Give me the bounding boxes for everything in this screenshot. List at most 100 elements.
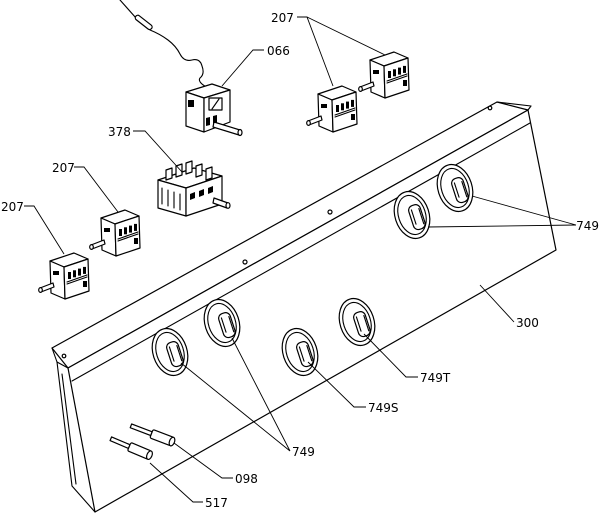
- connector-098-end: [168, 436, 176, 447]
- knob-749-right-b-handle: [451, 177, 469, 204]
- energy-regulator-207-mid-left-face: [100, 217, 117, 257]
- energy-regulator-207-mid-terminal: [119, 229, 122, 236]
- energy-regulator-207-mid-bottom-terminal: [134, 238, 138, 244]
- leader-749S: [307, 361, 366, 408]
- leader-378: [133, 130, 183, 173]
- callout-749S: 749S: [368, 401, 399, 415]
- selector-shaft-end: [225, 202, 231, 209]
- callout-378: 378: [108, 125, 131, 139]
- knob-749-bottom-a-bezel-inner: [155, 331, 185, 373]
- knob-749-right-a-bezel-inner: [397, 194, 427, 236]
- energy-regulator-207-left-terminal: [73, 270, 76, 278]
- thermostat-left-face: [185, 91, 205, 133]
- panel-hole: [327, 209, 333, 215]
- energy-regulator-207-top-left-left-face: [317, 93, 334, 133]
- callout-749-bottom: 749: [292, 445, 315, 459]
- energy-regulator-207-top-left-label-lines: [334, 107, 356, 118]
- knob-749-bottom-b-bezel-inner: [207, 302, 237, 344]
- callout-labels: 207 066 378 207 207 749 300 749T 749S 74…: [1, 11, 599, 510]
- knob-749T: [338, 297, 376, 347]
- knob-749S-handle-edge: [298, 346, 305, 362]
- energy-regulator-207-mid-terminal: [124, 227, 127, 235]
- selector-contact: [205, 166, 213, 181]
- knob-749-right-b-handle-edge: [453, 182, 460, 198]
- knob-749-bottom-b-handle-edge: [220, 317, 227, 333]
- thermostat-bulb: [134, 14, 153, 31]
- panel-hole: [487, 105, 493, 111]
- knob-749-right-a-handle-shade: [418, 208, 425, 225]
- knob-749-right-a-handle: [408, 204, 426, 231]
- energy-regulator-207-left-bottom-terminal: [83, 281, 87, 287]
- leader-300: [479, 284, 515, 323]
- selector-switch-378: [157, 160, 231, 217]
- thermostat-066: [185, 83, 243, 137]
- control-panel-300: [51, 101, 557, 513]
- energy-regulator-207-top-left-bottom-terminal: [351, 114, 355, 120]
- knob-749-bottom-a-handle: [166, 341, 184, 368]
- panel-left-side-edge: [56, 361, 69, 369]
- leader-517: [149, 462, 203, 503]
- leader-lines: [24, 16, 577, 503]
- energy-regulator-207-top-left-side-terminal: [321, 104, 327, 108]
- energy-regulator-207-top-left-terminal: [336, 105, 339, 112]
- knob-749S-handle: [296, 341, 314, 368]
- knob-749-right-b: [436, 163, 474, 213]
- callout-517: 517: [205, 496, 228, 510]
- energy-regulator-207-top-right-terminal: [388, 71, 391, 78]
- knobs-layer: [151, 163, 474, 377]
- selector-contact: [165, 167, 173, 181]
- connector-517: [109, 436, 153, 461]
- energy-regulator-207-top-right-bottom-terminal: [403, 80, 407, 86]
- thermostat-terminal: [188, 100, 194, 107]
- energy-regulator-207-top-left-terminal: [346, 101, 349, 109]
- selector-terminals: [190, 186, 213, 200]
- energy-regulator-207-left-label-lines: [66, 274, 88, 285]
- panel-left-side-flange: [51, 347, 96, 513]
- selector-contact: [195, 163, 203, 178]
- knob-749-right-b-handle-shade: [461, 181, 468, 198]
- energy-regulator-207-top-left: [306, 85, 358, 133]
- knob-749-right-a: [393, 190, 431, 240]
- leader-749-right: [427, 195, 577, 228]
- energy-regulator-207-mid-shaft-end: [89, 243, 94, 250]
- knob-749-bottom-a-handle-shade: [176, 345, 183, 362]
- connector-517-end: [145, 450, 153, 461]
- callout-300: 300: [516, 316, 539, 330]
- energy-regulator-207-left: [38, 252, 90, 300]
- leader-066: [221, 49, 264, 87]
- knob-749-bottom-a: [151, 327, 189, 377]
- energy-regulator-207-mid-terminal: [129, 225, 132, 233]
- connector-098: [129, 423, 176, 447]
- knob-749T-handle-edge: [355, 316, 362, 332]
- panel-right-return: [496, 101, 532, 111]
- selector-contact: [185, 160, 193, 175]
- panel-hole: [61, 353, 67, 359]
- energy-regulator-207-left-terminal: [78, 268, 81, 276]
- energy-regulator-207-mid-side-terminal: [104, 228, 110, 232]
- callout-749T: 749T: [420, 371, 451, 385]
- energy-regulator-207-left-left-face: [49, 260, 66, 300]
- callout-749-right: 749: [576, 219, 599, 233]
- selector-contact-ridges: [161, 187, 181, 211]
- panel-front-face: [67, 109, 557, 513]
- energy-regulator-207-left-terminal: [83, 266, 86, 274]
- energy-regulator-207-mid-label-lines: [117, 231, 139, 242]
- knob-749T-bezel-inner: [342, 301, 372, 343]
- knob-749-right-a-handle-edge: [410, 209, 417, 225]
- energy-regulator-207-top-left-terminal: [351, 99, 354, 107]
- energy-regulator-207-top-right: [358, 51, 410, 99]
- thermostat-shaft-end: [237, 128, 243, 137]
- leader-749-bottom: [180, 337, 291, 452]
- knob-749S-handle-shade: [306, 345, 313, 362]
- energy-regulator-207-mid: [89, 209, 141, 257]
- energy-regulator-207-top-right-terminal: [393, 69, 396, 77]
- leader-098: [173, 442, 233, 479]
- energy-regulator-207-left-side-terminal: [53, 271, 59, 275]
- knob-749-bottom-b: [203, 298, 241, 348]
- knob-749-right-b-bezel-inner: [440, 167, 470, 209]
- callout-207-left: 207: [1, 200, 24, 214]
- leader-749T: [363, 333, 418, 378]
- energy-regulator-207-top-right-terminal: [403, 65, 406, 73]
- callout-207-top: 207: [271, 11, 294, 25]
- thermostat-capillary-tube: [119, 0, 209, 89]
